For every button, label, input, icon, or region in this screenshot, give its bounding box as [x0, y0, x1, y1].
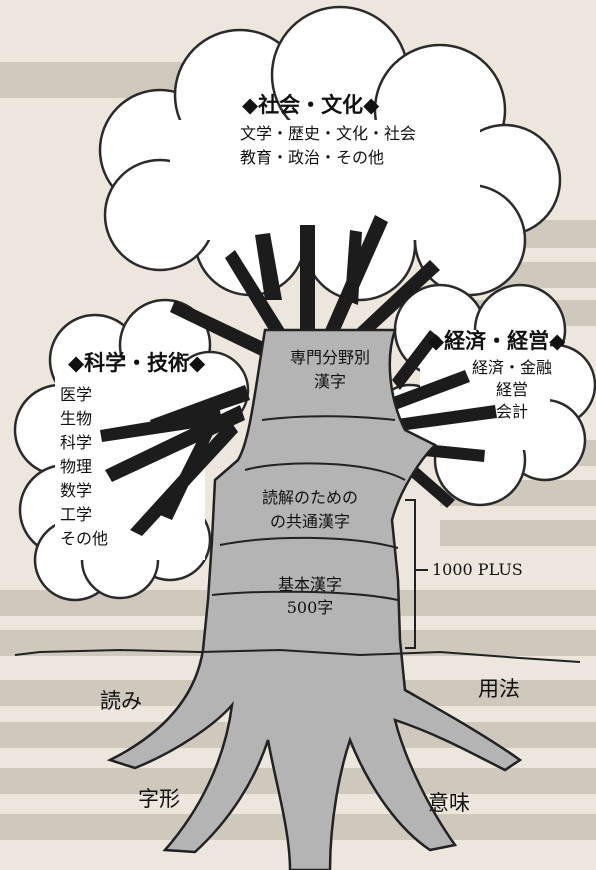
- root-meaning: 意味: [428, 791, 470, 815]
- economy-item-accounting: 会計: [495, 402, 528, 421]
- science-item-biology: 生物: [60, 409, 93, 428]
- science-item-engineering: 工学: [60, 505, 93, 524]
- trunk-segments: [211, 415, 406, 601]
- science-heading: ◆科学・技術◆: [68, 350, 206, 375]
- trunk-specialized-line-2: 漢字: [313, 372, 346, 391]
- science-item-medicine: 医学: [60, 385, 93, 404]
- ground-line: [14, 648, 581, 663]
- economy-item-management: 経営: [495, 380, 528, 399]
- trunk-and-roots: [106, 328, 523, 870]
- root-reading: 読み: [100, 689, 142, 713]
- science-item-other: その他: [60, 529, 109, 548]
- trunk-basic-line-2: 500字: [286, 598, 334, 617]
- trunk-specialized-line-1: 専門分野別: [289, 348, 370, 367]
- root-usage: 用法: [478, 677, 520, 701]
- science-item-science: 科学: [60, 433, 93, 452]
- bracket-1000-plus: [405, 499, 428, 649]
- culture-line-2: 教育・政治・その他: [240, 148, 385, 167]
- culture-line-1: 文学・歴史・文化・社会: [240, 124, 417, 143]
- bracket-label: 1000 PLUS: [432, 560, 523, 579]
- trunk-common-line-2: の共通漢字: [269, 512, 350, 531]
- science-item-math: 数学: [60, 481, 93, 500]
- economy-heading: ◆経済・経営◆: [428, 328, 566, 353]
- science-item-physics: 物理: [60, 457, 93, 476]
- trunk-common-line-1: 読解のための: [261, 488, 358, 507]
- cloud-culture: [98, 5, 562, 302]
- culture-heading: ◆社会・文化◆: [242, 92, 380, 117]
- economy-item-finance: 経済・金融: [471, 358, 552, 377]
- trunk-basic-line-1: 基本漢字: [277, 575, 342, 594]
- root-shape: 字形: [138, 787, 180, 811]
